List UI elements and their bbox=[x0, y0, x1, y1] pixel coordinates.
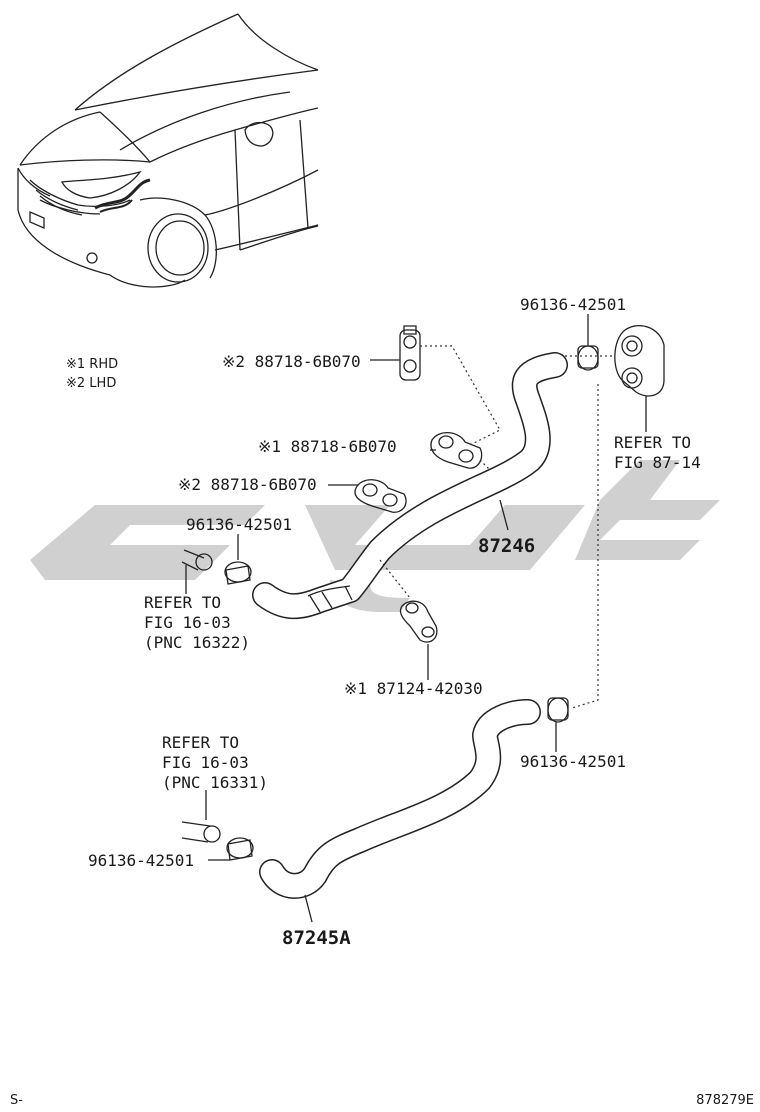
label-refer-16-03-b-2: FIG 16-03 bbox=[162, 753, 249, 772]
label-clip-lhd-low: ※2 88718-6B070 bbox=[178, 475, 317, 494]
label-clamp-left-upper: 96136-42501 bbox=[186, 515, 292, 534]
label-clamp-left-lower: 96136-42501 bbox=[88, 851, 194, 870]
vehicle-illustration bbox=[17, 13, 319, 288]
pipe-stub-lower bbox=[181, 821, 221, 843]
label-refer-87-14-2: FIG 87-14 bbox=[614, 453, 701, 472]
hose-87246 bbox=[252, 352, 568, 620]
footer-left-code: S- bbox=[10, 1093, 23, 1108]
clamp-top-right bbox=[577, 345, 599, 371]
label-clamp-right-lower: 96136-42501 bbox=[520, 752, 626, 771]
clip-88718-low bbox=[354, 479, 407, 513]
clamp-right-lower bbox=[547, 697, 569, 723]
label-refer-16-03-b-3: (PNC 16331) bbox=[162, 773, 268, 792]
diagram-id: 878279E bbox=[696, 1093, 754, 1108]
label-refer-16-03-a-2: FIG 16-03 bbox=[144, 613, 231, 632]
note-rhd: ※1 RHD bbox=[66, 357, 118, 372]
note-lhd: ※2 LHD bbox=[66, 376, 116, 391]
bracket-87124 bbox=[399, 600, 438, 643]
label-refer-16-03-a-3: (PNC 16322) bbox=[144, 633, 250, 652]
label-clip-rhd-mid: ※1 88718-6B070 bbox=[258, 437, 397, 456]
label-clamp-top-right: 96136-42501 bbox=[520, 295, 626, 314]
pipe-stub-upper bbox=[181, 549, 213, 571]
label-hose-lower: 87245A bbox=[282, 927, 351, 949]
watermark-logo bbox=[30, 460, 720, 612]
label-clip-lhd-top: ※2 88718-6B070 bbox=[222, 352, 361, 371]
leader-lines bbox=[185, 314, 647, 923]
clamp-left-upper bbox=[224, 561, 252, 585]
label-refer-87-14-1: REFER TO bbox=[614, 433, 691, 452]
clip-88718-mid bbox=[430, 432, 483, 469]
label-bracket-rhd: ※1 87124-42030 bbox=[344, 679, 483, 698]
hose-87245A bbox=[259, 699, 541, 899]
clamp-left-lower bbox=[226, 837, 254, 861]
label-refer-16-03-b-1: REFER TO bbox=[162, 733, 239, 752]
label-hose-upper: 87246 bbox=[478, 535, 535, 557]
clip-88718-top bbox=[399, 325, 421, 381]
grommet-plate bbox=[614, 325, 665, 397]
label-refer-16-03-a-1: REFER TO bbox=[144, 593, 221, 612]
